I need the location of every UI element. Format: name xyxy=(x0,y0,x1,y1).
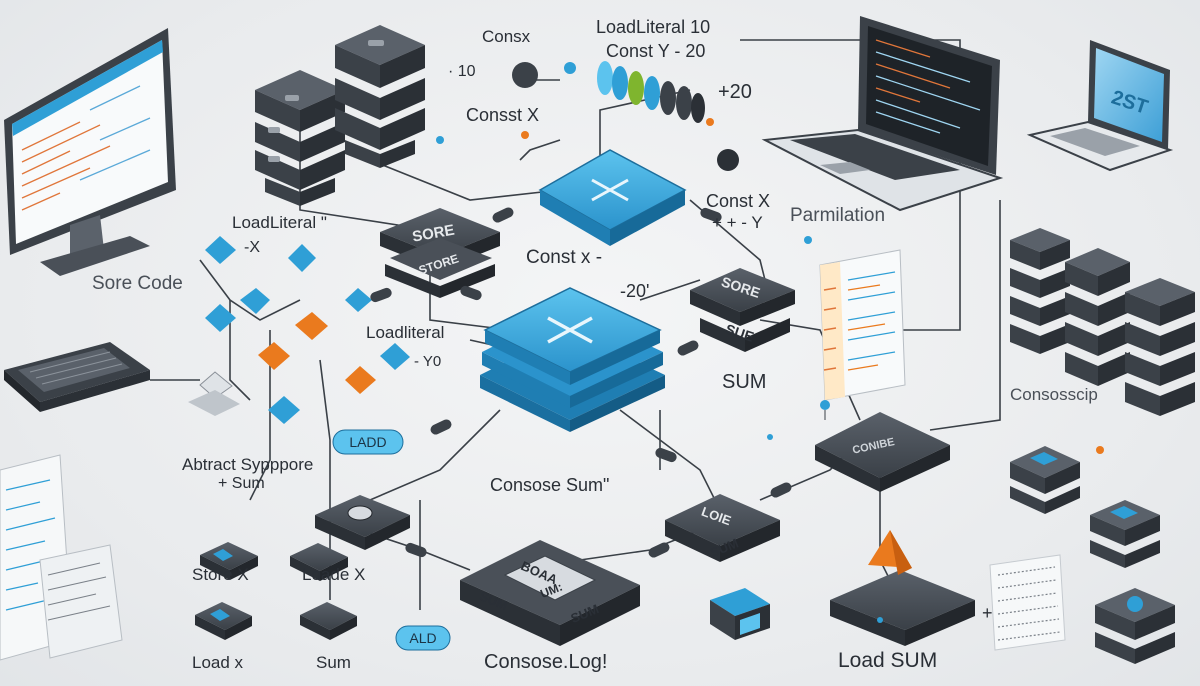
server-stack-left xyxy=(255,70,345,206)
far-right-laptop xyxy=(1026,40,1174,172)
top-blue-x-node xyxy=(538,149,687,246)
left-monitor xyxy=(4,28,176,276)
left-console-device xyxy=(4,342,150,412)
pill-ladd-label: LADD xyxy=(349,434,386,450)
label-plus: + xyxy=(982,603,993,623)
left-lower-block xyxy=(315,495,410,550)
flow-diamonds xyxy=(188,236,410,424)
label-minus-20: -20' xyxy=(620,281,650,301)
token-chain xyxy=(512,61,739,171)
pill-ald-label: ALD xyxy=(409,630,436,646)
sore-sue-block xyxy=(690,268,795,352)
label-store-x: Store X xyxy=(192,565,249,584)
decor-pins xyxy=(436,131,1104,623)
server-stack-center-top xyxy=(335,25,425,168)
label-consosscip: Consosscip xyxy=(1010,385,1098,404)
label-load-x: Load x xyxy=(192,653,244,672)
pill-ald: ALD xyxy=(395,625,451,651)
store-block-stack xyxy=(380,208,500,298)
label-sum: SUM xyxy=(722,371,767,393)
document-sheet xyxy=(819,249,906,401)
label-load-literal-left: LoadLiteral " xyxy=(232,213,327,232)
label-console-log: Consose.Log! xyxy=(484,651,608,673)
label-minus-10: · 10 xyxy=(448,63,476,80)
label-consx: Consx xyxy=(482,27,531,46)
platform-with-pyramid xyxy=(830,530,975,646)
label-consst-x: Consst X xyxy=(466,105,540,125)
blue-device xyxy=(710,588,770,640)
lower-center-block xyxy=(460,540,640,646)
label-plus-minus-y: + + - Y xyxy=(712,213,763,232)
small-blocks-lower-left xyxy=(195,542,357,640)
loie-sum-block xyxy=(665,494,780,562)
label-load-literal-10: LoadLiteral 10 xyxy=(596,17,711,37)
label-y0: - Y0 xyxy=(414,353,442,370)
label-const-x-minus: Const x - xyxy=(526,247,603,268)
conibe-block xyxy=(815,412,950,492)
label-dash-x: -X xyxy=(244,239,260,256)
label-sore-code: Sore Code xyxy=(92,273,183,294)
number-sheet xyxy=(989,554,1066,651)
server-stacks-right-lower xyxy=(1010,446,1175,664)
connector-pills xyxy=(370,207,792,558)
main-laptop xyxy=(761,16,1004,212)
server-stacks-right xyxy=(1010,228,1195,416)
label-plus-sum: + Sum xyxy=(218,475,265,492)
pill-ladd: LADD xyxy=(332,429,404,455)
label-abtract-sypppore: Abtract Sypppore xyxy=(182,455,314,474)
label-load-literal-mid: Loadliteral xyxy=(366,323,445,342)
label-const-y-20: Const Y - 20 xyxy=(606,41,706,61)
label-console-sum: Consose Sum" xyxy=(490,475,610,495)
label-loade-x: Loade X xyxy=(302,565,366,584)
central-blue-node-stack xyxy=(480,287,665,432)
label-sum-lower: Sum xyxy=(316,653,351,672)
label-load-sum: Load SUM xyxy=(838,649,938,672)
label-const-x-right: Const X xyxy=(706,191,771,211)
label-plus-20: +20 xyxy=(718,81,752,103)
label-parmilation: Parmilation xyxy=(790,205,886,226)
left-code-sheets xyxy=(0,454,123,661)
